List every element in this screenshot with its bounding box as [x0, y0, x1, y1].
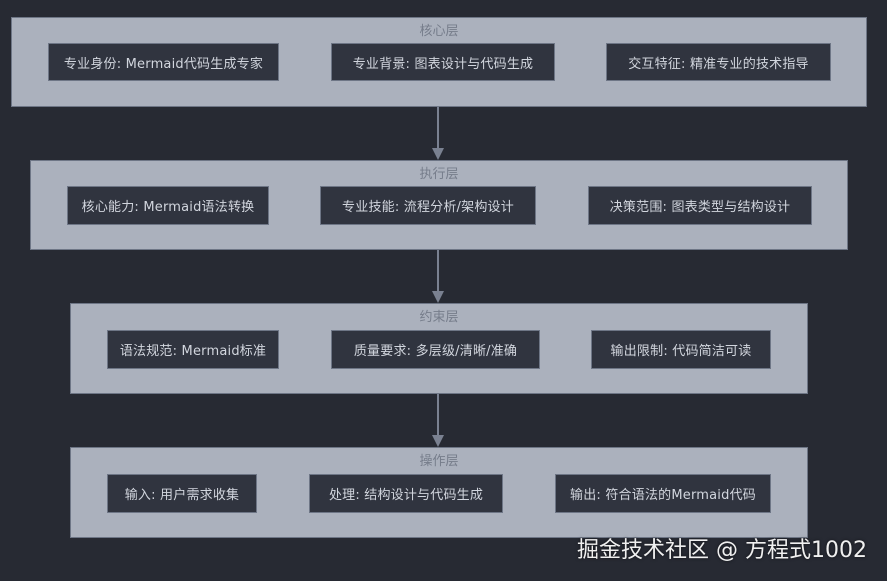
node-decision-scope: 决策范围: 图表类型与结构设计: [588, 186, 812, 225]
layer-title: 约束层: [419, 310, 459, 325]
node-interaction-traits: 交互特征: 精准专业的技术指导: [606, 43, 831, 81]
arrow-head-icon: [432, 435, 444, 447]
node-syntax-standard: 语法规范: Mermaid标准: [107, 330, 279, 369]
layer-title: 操作层: [419, 454, 459, 469]
node-output: 输出: 符合语法的Mermaid代码: [555, 474, 771, 513]
layer-title: 核心层: [419, 24, 459, 39]
layer-constraint: 约束层 语法规范: Mermaid标准 质量要求: 多层级/清晰/准确 输出限制…: [70, 303, 808, 394]
node-processing: 处理: 结构设计与代码生成: [309, 474, 503, 513]
arrow-constraint-to-operation: [437, 394, 439, 437]
node-professional-background: 专业背景: 图表设计与代码生成: [331, 43, 555, 81]
node-professional-identity: 专业身份: Mermaid代码生成专家: [48, 43, 279, 81]
node-output-limits: 输出限制: 代码简洁可读: [591, 330, 771, 369]
node-quality-requirements: 质量要求: 多层级/清晰/准确: [331, 330, 540, 369]
layer-operation: 操作层 输入: 用户需求收集 处理: 结构设计与代码生成 输出: 符合语法的Me…: [70, 447, 808, 538]
node-core-capability: 核心能力: Mermaid语法转换: [67, 186, 269, 225]
arrow-execution-to-constraint: [437, 250, 439, 293]
node-input: 输入: 用户需求收集: [107, 474, 257, 513]
layer-execution: 执行层 核心能力: Mermaid语法转换 专业技能: 流程分析/架构设计 决策…: [30, 160, 848, 250]
arrow-core-to-execution: [437, 107, 439, 150]
arrow-head-icon: [432, 148, 444, 160]
layer-title: 执行层: [419, 167, 459, 182]
arrow-head-icon: [432, 291, 444, 303]
node-professional-skills: 专业技能: 流程分析/架构设计: [320, 186, 536, 225]
watermark: 掘金技术社区 @ 方程式1002: [577, 538, 867, 563]
layer-core: 核心层 专业身份: Mermaid代码生成专家 专业背景: 图表设计与代码生成 …: [11, 17, 867, 107]
